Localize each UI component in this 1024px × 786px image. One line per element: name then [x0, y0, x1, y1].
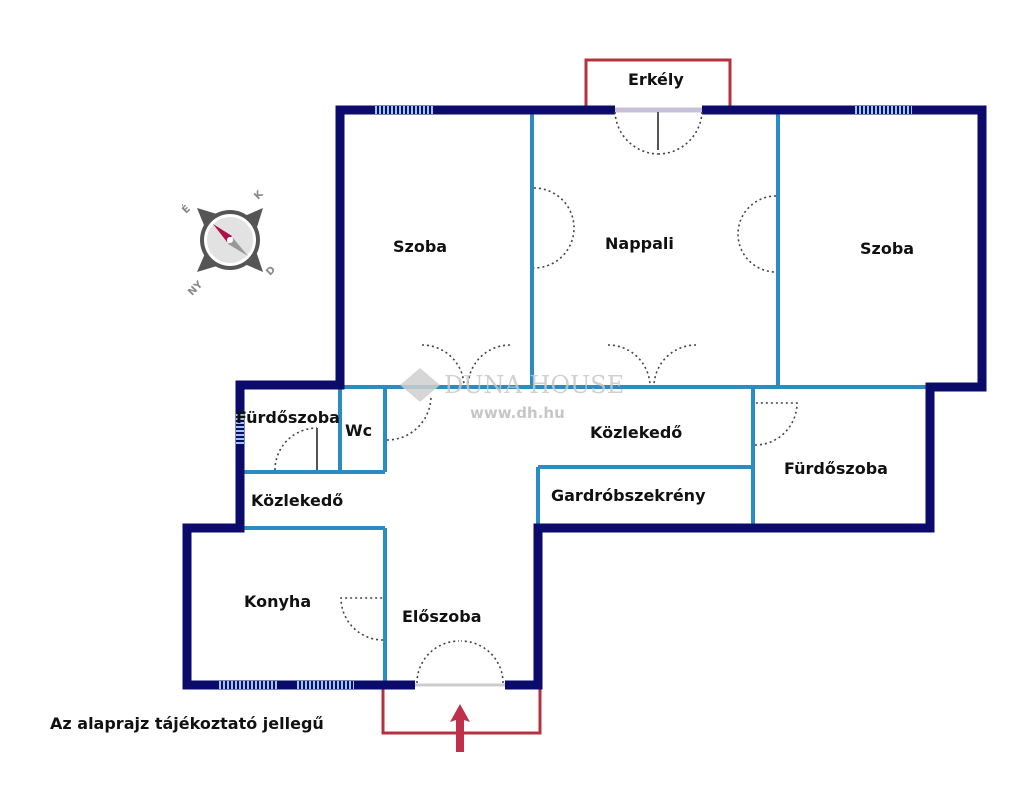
balcony-outline [584, 58, 732, 110]
inner-walls [240, 110, 982, 685]
windows [219, 105, 912, 690]
label-bathroom-right: Fürdőszoba [784, 459, 888, 478]
compass-icon: É K D NY [179, 188, 278, 298]
compass-west: NY [186, 279, 205, 298]
label-kitchen: Konyha [244, 592, 311, 611]
label-hallway-left: Közlekedő [251, 491, 343, 510]
watermark-brand: DUNA HOUSE [444, 371, 624, 399]
outer-walls [182, 105, 987, 690]
label-wc: Wc [345, 421, 372, 440]
label-balcony: Erkély [628, 70, 684, 89]
label-wardrobe: Gardróbszekrény [551, 486, 706, 505]
label-bathroom-left: Fürdőszoba [236, 408, 340, 427]
label-living-room: Nappali [605, 234, 674, 253]
doors [274, 111, 798, 684]
watermark-url: www.dh.hu [470, 404, 565, 422]
label-hallway-top: Közlekedő [590, 423, 682, 442]
watermark-logo: DUNA HOUSE www.dh.hu [400, 368, 624, 422]
label-room-right: Szoba [860, 239, 914, 258]
disclaimer-note: Az alaprajz tájékoztató jellegű [50, 714, 324, 733]
entrance-arrow-icon [450, 704, 470, 752]
label-room-left: Szoba [393, 237, 447, 256]
compass-east: K [252, 188, 266, 202]
label-entry-hall: Előszoba [402, 607, 481, 626]
compass-south: D [264, 264, 278, 278]
compass-north: É [179, 202, 193, 216]
